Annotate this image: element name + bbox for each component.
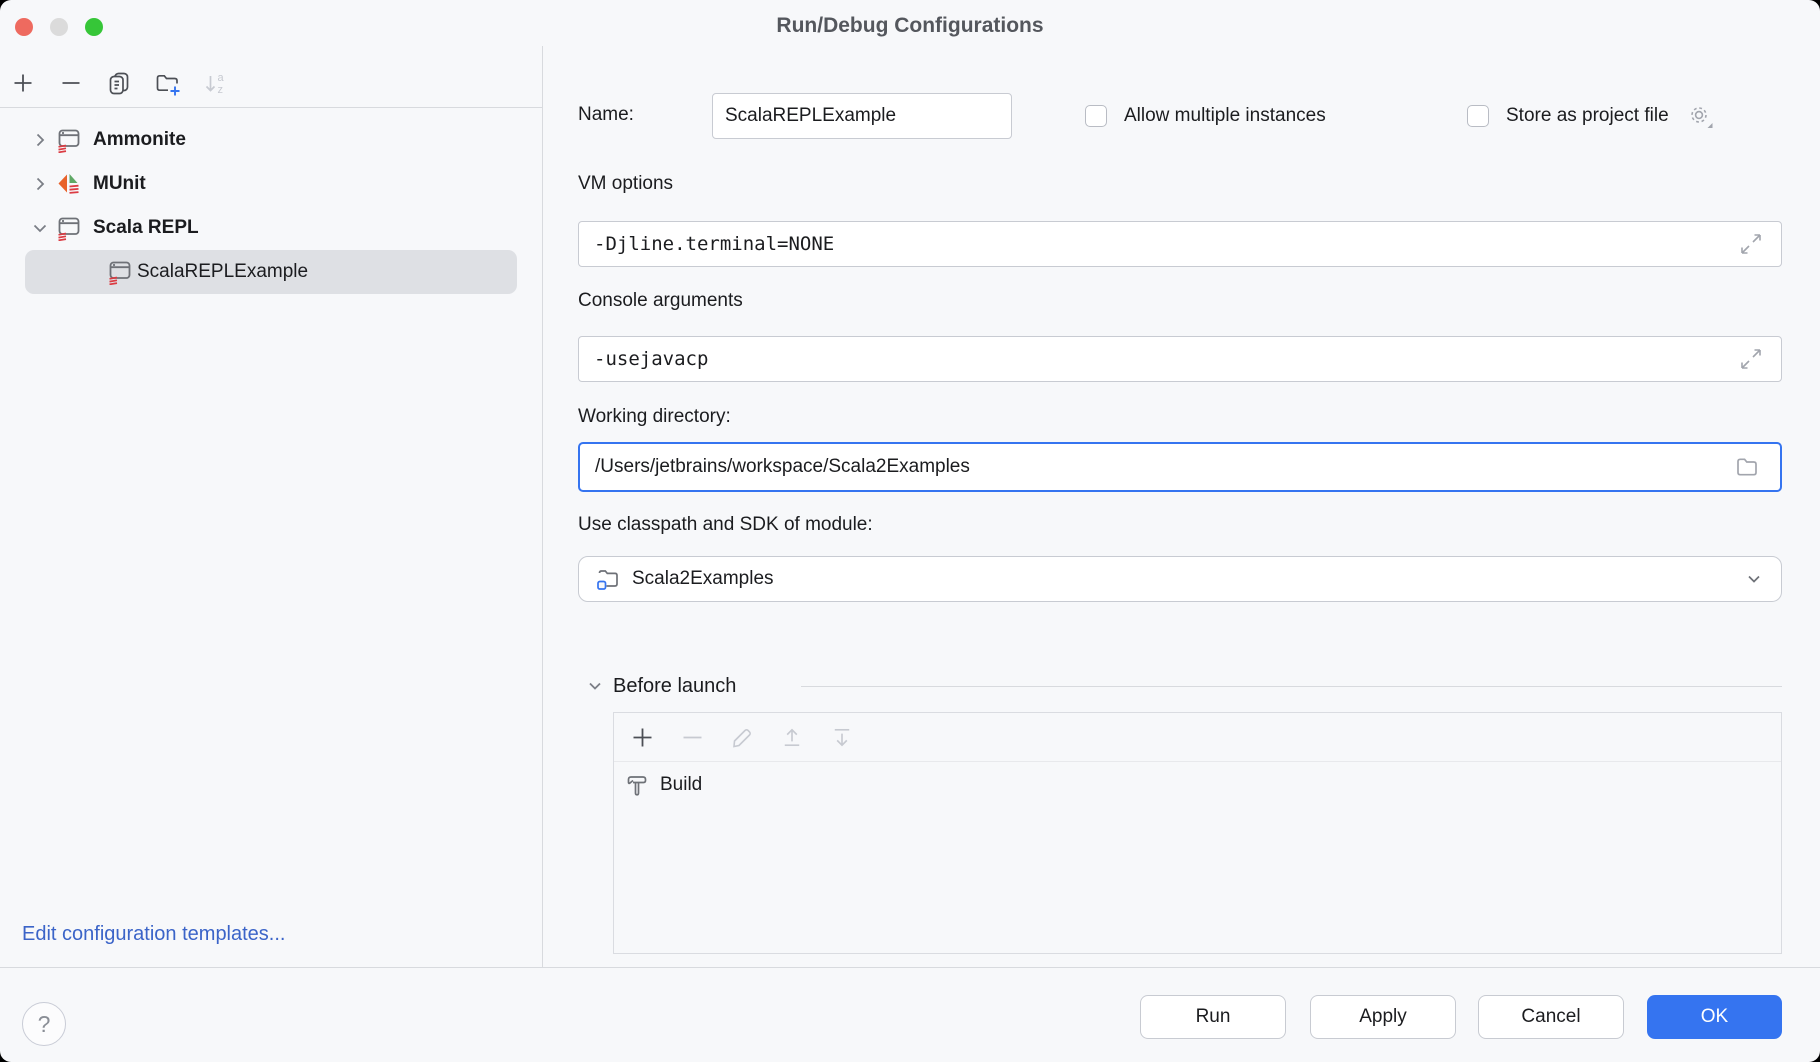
toolbar-separator — [0, 107, 542, 108]
svg-text:z: z — [217, 84, 223, 96]
module-dropdown[interactable]: Scala2Examples — [578, 556, 1782, 602]
chevron-right-icon[interactable] — [27, 171, 53, 197]
minus-icon — [58, 70, 84, 96]
new-folder-icon — [154, 70, 181, 97]
sort-az-icon: a z — [202, 70, 229, 97]
panel-divider — [542, 46, 543, 967]
before-launch-separator — [801, 686, 1782, 687]
before-launch-header[interactable]: Before launch — [584, 673, 736, 699]
minus-icon — [679, 724, 706, 751]
ok-button[interactable]: OK — [1647, 995, 1782, 1039]
console-arguments-label: Console arguments — [578, 290, 743, 311]
new-folder-button[interactable] — [154, 70, 180, 96]
before-launch-toolbar — [614, 713, 1781, 762]
zoom-window-button[interactable] — [85, 18, 103, 36]
before-launch-title: Before launch — [613, 674, 737, 697]
sort-configurations-button[interactable]: a z — [202, 70, 228, 96]
vm-options-label: VM options — [578, 173, 674, 194]
title-bar: Run/Debug Configurations — [0, 0, 1820, 52]
add-configuration-button[interactable] — [10, 70, 36, 96]
tree-item-label: Scala REPL — [93, 217, 199, 238]
store-as-project-file-checkbox[interactable] — [1467, 105, 1489, 127]
store-as-project-file-label: Store as project file — [1506, 105, 1669, 126]
expand-field-icon[interactable] — [1738, 231, 1764, 257]
folder-icon[interactable] — [1734, 454, 1760, 480]
chevron-right-icon[interactable] — [27, 127, 53, 153]
scala-repl-icon — [107, 259, 133, 285]
module-dropdown-value: Scala2Examples — [632, 568, 774, 589]
plus-icon — [10, 70, 36, 96]
gear-icon[interactable] — [1686, 102, 1714, 130]
svg-text:a: a — [217, 72, 224, 84]
module-classpath-label: Use classpath and SDK of module: — [578, 514, 873, 535]
cancel-button[interactable]: Cancel — [1478, 995, 1624, 1039]
scala-repl-icon — [56, 215, 82, 241]
edit-task-button[interactable] — [729, 724, 755, 750]
chevron-down-icon[interactable] — [27, 215, 53, 241]
tree-item-label: Ammonite — [93, 129, 186, 150]
selection-highlight — [25, 250, 517, 294]
scala-repl-icon — [56, 127, 82, 153]
help-button[interactable]: ? — [22, 1002, 66, 1046]
footer-separator — [0, 967, 1820, 968]
tree-item-label: ScalaREPLExample — [137, 261, 309, 282]
before-launch-task-build[interactable]: Build — [623, 771, 702, 799]
move-down-icon[interactable] — [829, 724, 855, 750]
munit-icon — [56, 171, 82, 197]
run-button[interactable]: Run — [1140, 995, 1286, 1039]
allow-multiple-instances-option: Allow multiple instances — [1085, 94, 1326, 138]
name-input[interactable] — [712, 93, 1012, 139]
plus-icon — [629, 724, 656, 751]
tree-item-scala-repl[interactable]: Scala REPL — [0, 206, 542, 250]
minimize-window-button[interactable] — [50, 18, 68, 36]
chevron-down-icon — [1743, 568, 1765, 590]
before-launch-panel: Build — [613, 712, 1782, 954]
dialog-title: Run/Debug Configurations — [776, 14, 1044, 37]
allow-multiple-instances-checkbox[interactable] — [1085, 105, 1107, 127]
tree-item-munit[interactable]: MUnit — [0, 162, 542, 206]
expand-field-icon[interactable] — [1738, 346, 1764, 372]
copy-icon — [106, 70, 132, 96]
remove-configuration-button[interactable] — [58, 70, 84, 96]
pencil-icon — [729, 724, 756, 751]
remove-task-button[interactable] — [679, 724, 705, 750]
working-directory-label: Working directory: — [578, 406, 731, 427]
module-icon — [595, 566, 622, 593]
copy-configuration-button[interactable] — [106, 70, 132, 96]
tree-item-ammonite[interactable]: Ammonite — [0, 118, 542, 162]
configurations-tree: Ammonite MUnit — [0, 118, 542, 294]
hammer-icon — [623, 771, 651, 799]
name-label: Name: — [578, 104, 634, 125]
configurations-toolbar: a z — [10, 60, 228, 106]
vm-options-input[interactable] — [578, 221, 1782, 267]
edit-configuration-templates-link[interactable]: Edit configuration templates... — [22, 923, 286, 945]
allow-multiple-instances-label: Allow multiple instances — [1124, 105, 1326, 126]
move-up-icon[interactable] — [779, 724, 805, 750]
tree-item-label: MUnit — [93, 173, 146, 194]
close-window-button[interactable] — [15, 18, 33, 36]
tree-item-scalareplexample[interactable]: ScalaREPLExample — [0, 250, 542, 294]
apply-button[interactable]: Apply — [1310, 995, 1456, 1039]
store-as-project-file-option: Store as project file — [1467, 94, 1714, 138]
add-task-button[interactable] — [629, 724, 655, 750]
working-directory-input[interactable] — [578, 442, 1782, 492]
console-arguments-input[interactable] — [578, 336, 1782, 382]
task-label: Build — [660, 774, 703, 795]
chevron-down-icon[interactable] — [584, 675, 606, 697]
